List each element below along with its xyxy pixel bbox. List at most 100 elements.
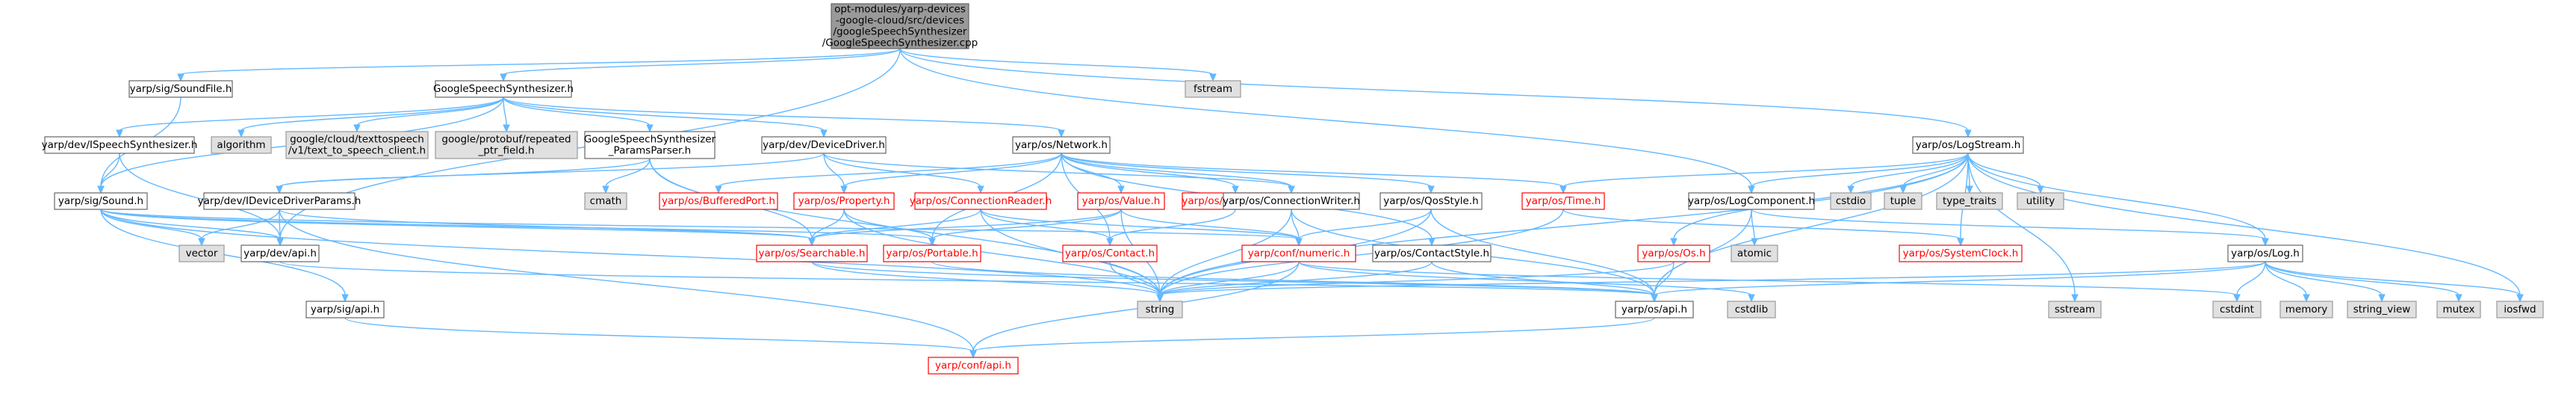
node-label: yarp/dev/DeviceDriver.h (763, 139, 885, 151)
edge-arrowhead (177, 73, 184, 82)
edge-line (279, 261, 1655, 296)
node-ispeech[interactable]: yarp/dev/ISpeechSynthesizer.h (42, 136, 198, 154)
node-iosfwd[interactable]: iosfwd (2496, 301, 2544, 319)
edge-line (1159, 261, 1300, 296)
node-label: yarp/os/Time.h (1526, 195, 1601, 207)
edge-network-to-time (1061, 153, 1567, 194)
node-idriverparams[interactable]: yarp/dev/IDeviceDriverParams.h (198, 192, 361, 210)
edge-arrowhead (2262, 238, 2269, 247)
node-numeric[interactable]: yarp/conf/numeric.h (1241, 244, 1356, 262)
node-cstdio[interactable]: cstdio (1830, 192, 1872, 210)
node-label: yarp/os/LogComponent.h (1688, 195, 1815, 207)
node-stringview[interactable]: string_view (2347, 301, 2417, 319)
edge-gss-to-protobuf (503, 96, 510, 133)
node-sound[interactable]: yarp/sig/Sound.h (54, 192, 148, 210)
node-paramsparser[interactable]: GoogleSpeechSynthesizer_ParamsParser.h (584, 131, 716, 159)
node-time[interactable]: yarp/os/Time.h (1521, 192, 1605, 210)
edge-line (1298, 261, 2238, 296)
edge-line (503, 48, 901, 76)
edge-line (100, 153, 120, 188)
node-box (756, 244, 868, 262)
node-label: yarp/sig/SoundFile.h (130, 83, 232, 95)
node-value[interactable]: yarp/os/Value.h (1077, 192, 1165, 210)
node-soundfile[interactable]: yarp/sig/SoundFile.h (128, 80, 233, 98)
node-osapi[interactable]: yarp/os/api.h (1615, 301, 1694, 319)
node-mutex[interactable]: mutex (2436, 301, 2481, 319)
node-connwriter[interactable]: yarp/os/ConnectionWriter.h (1223, 192, 1360, 210)
node-cstdint[interactable]: cstdint (2212, 301, 2262, 319)
edge-paramsparser-to-cmath (602, 158, 651, 194)
node-protobuf[interactable]: google/protobuf/repeated_ptr_field.h (435, 131, 578, 159)
node-label: yarp/os/Property.h (798, 195, 890, 207)
edge-line (972, 317, 1655, 352)
edge-line (1967, 153, 2041, 188)
node-atomic[interactable]: atomic (1731, 244, 1778, 262)
node-box (1637, 244, 1710, 262)
node-property[interactable]: yarp/os/Property.h (793, 192, 895, 210)
edge-network-to-qosstyle (1061, 153, 1435, 194)
node-searchable[interactable]: yarp/os/Searchable.h (756, 244, 868, 262)
node-systemclock[interactable]: yarp/os/SystemClock.h (1899, 244, 2023, 262)
node-label: yarp/dev/IDeviceDriverParams.h (198, 195, 361, 207)
node-logcomponent[interactable]: yarp/os/LogComponent.h (1688, 192, 1815, 210)
edge-arrowhead (1748, 185, 1755, 194)
node-tts[interactable]: google/cloud/texttospeech/v1/text_to_spe… (285, 131, 429, 159)
node-contact[interactable]: yarp/os/Contact.h (1062, 244, 1158, 262)
node-box (2279, 301, 2333, 319)
edge-logstream-to-string (1156, 153, 1969, 303)
edge-oslib-to-string (1156, 261, 1675, 303)
node-cmath[interactable]: cmath (584, 192, 627, 210)
node-sstream[interactable]: sstream (2048, 301, 2102, 319)
node-algorithm[interactable]: algorithm (211, 136, 272, 154)
node-connreader[interactable]: yarp/os/ConnectionReader.h (910, 192, 1052, 210)
node-qosstyle[interactable]: yarp/os/QosStyle.h (1379, 192, 1483, 210)
node-box (179, 244, 225, 262)
node-contactstyle[interactable]: yarp/os/ContactStyle.h (1372, 244, 1492, 262)
node-oslib[interactable]: yarp/os/Os.h (1637, 244, 1710, 262)
node-devapi[interactable]: yarp/dev/api.h (240, 244, 320, 262)
edge-line (1159, 261, 1675, 296)
node-utility[interactable]: utility (2017, 192, 2064, 210)
node-devicedriver[interactable]: yarp/dev/DeviceDriver.h (761, 136, 887, 154)
node-fstream[interactable]: fstream (1185, 80, 1241, 98)
node-vector[interactable]: vector (179, 244, 225, 262)
edge-time-to-string (1156, 209, 1564, 303)
edge-arrowhead (1427, 185, 1435, 194)
node-label: -google-cloud/src/devices (836, 15, 964, 27)
edge-logstream-to-cstdio (1847, 153, 1969, 194)
node-tuple[interactable]: tuple (1884, 192, 1922, 210)
node-logstream[interactable]: yarp/os/LogStream.h (1912, 136, 2024, 154)
node-portable[interactable]: yarp/os/Portable.h (883, 244, 981, 262)
node-bufferedport[interactable]: yarp/os/BufferedPort.h (659, 192, 778, 210)
node-gss[interactable]: GoogleSpeechSynthesizer.h (433, 80, 574, 98)
edge-arrowhead (238, 129, 245, 138)
node-sigapi[interactable]: yarp/sig/api.h (305, 301, 385, 319)
node-network[interactable]: yarp/os/Network.h (1012, 136, 1111, 154)
edge-network-to-connwriter (1061, 153, 1295, 194)
node-box (54, 192, 148, 210)
node-root[interactable]: opt-modules/yarp-devices-google-cloud/sr… (822, 3, 978, 49)
node-string[interactable]: string (1137, 301, 1183, 319)
node-box (1936, 192, 2003, 210)
node-label: mutex (2442, 304, 2474, 316)
edge-line (843, 209, 1161, 296)
node-label: yarp/os/SystemClock.h (1903, 247, 2019, 259)
node-typetraits[interactable]: type_traits (1936, 192, 2003, 210)
node-cstdlib[interactable]: cstdlib (1727, 301, 1776, 319)
node-box (761, 136, 887, 154)
edge-line (823, 153, 845, 188)
edge-line (1430, 209, 1655, 296)
node-log[interactable]: yarp/os/Log.h (2227, 244, 2303, 262)
node-memory[interactable]: memory (2279, 301, 2333, 319)
edge-log-to-stringview (2265, 261, 2386, 303)
nodes-layer: opt-modules/yarp-devices-google-cloud/sr… (42, 3, 2544, 375)
edge-line (119, 96, 504, 132)
edge-line (899, 48, 1969, 132)
node-box (1830, 192, 1872, 210)
node-confapi[interactable]: yarp/conf/api.h (928, 357, 1019, 375)
edge-sound-to-searchable (100, 209, 816, 247)
node-label: /GoogleSpeechSynthesizer.cpp (822, 37, 978, 49)
node-box (584, 192, 627, 210)
edge-arrowhead (820, 129, 828, 138)
node-box (1012, 136, 1111, 154)
